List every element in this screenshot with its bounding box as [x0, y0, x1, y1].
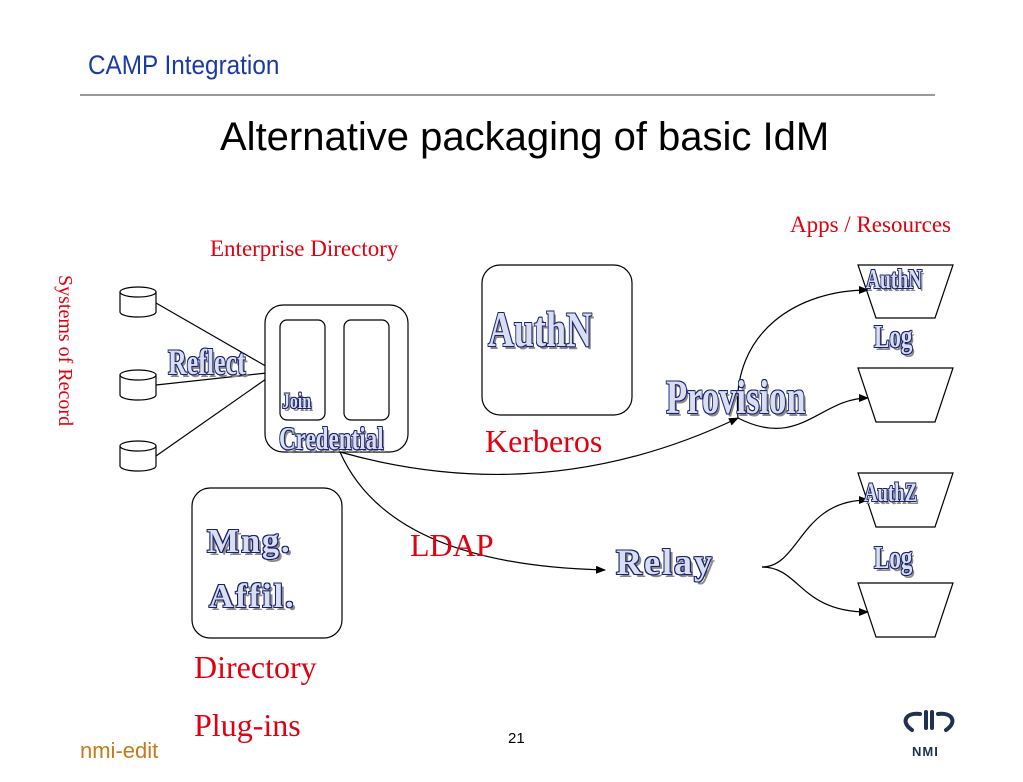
mng-label: Mng. [207, 523, 292, 560]
footer-brand: nmi-edit [80, 738, 159, 763]
authn-app-label: AuthN [866, 264, 923, 294]
log-label-2: Log [874, 539, 913, 575]
credential-label: Credential [279, 420, 384, 456]
nmi-logo-text: NMI [912, 744, 939, 759]
database-icon [119, 440, 157, 472]
section-title: CAMP Integration [88, 50, 280, 80]
relay-to-resource-arrow [761, 566, 869, 616]
provision-arrow [339, 417, 739, 476]
mng-affil-box [191, 487, 343, 639]
reflect-connectors [155, 302, 277, 457]
relay-to-authz-arrow [761, 496, 869, 568]
relay-label: Relay [616, 542, 714, 582]
join-label: Join [282, 388, 312, 413]
provision-label: Provision [666, 371, 806, 424]
header-divider [80, 94, 935, 96]
nmi-logo-icon [903, 710, 955, 732]
page-number: 21 [508, 730, 525, 747]
authn-kerberos-label: AuthN [488, 301, 593, 357]
systems-of-record-label: Systems of Record [54, 275, 76, 427]
log-label: Log [874, 318, 913, 354]
kerberos-box [481, 264, 633, 416]
database-icon [119, 369, 157, 401]
apps-resources-label: Apps / Resources [790, 212, 951, 237]
directory-panel [343, 319, 390, 421]
provision-to-resource-arrow [737, 394, 869, 429]
slide-title: Alternative packaging of basic IdM [220, 115, 830, 159]
provision-to-authn-arrow [736, 286, 869, 419]
ldap-arrow [339, 451, 606, 574]
directory-panel [279, 319, 326, 421]
kerberos-label: Kerberos [485, 423, 603, 459]
enterprise-directory-label: Enterprise Directory [210, 236, 399, 261]
affil-label: Affil. [209, 578, 296, 615]
directory-label: Directory [194, 649, 317, 685]
ldap-label: LDAP [410, 527, 494, 563]
plug-ins-label: Plug-ins [194, 707, 301, 743]
reflect-label: Reflect [168, 342, 246, 382]
app-resource-shapes [857, 264, 954, 638]
authz-label: AuthZ [864, 478, 918, 507]
database-icon [119, 286, 157, 318]
